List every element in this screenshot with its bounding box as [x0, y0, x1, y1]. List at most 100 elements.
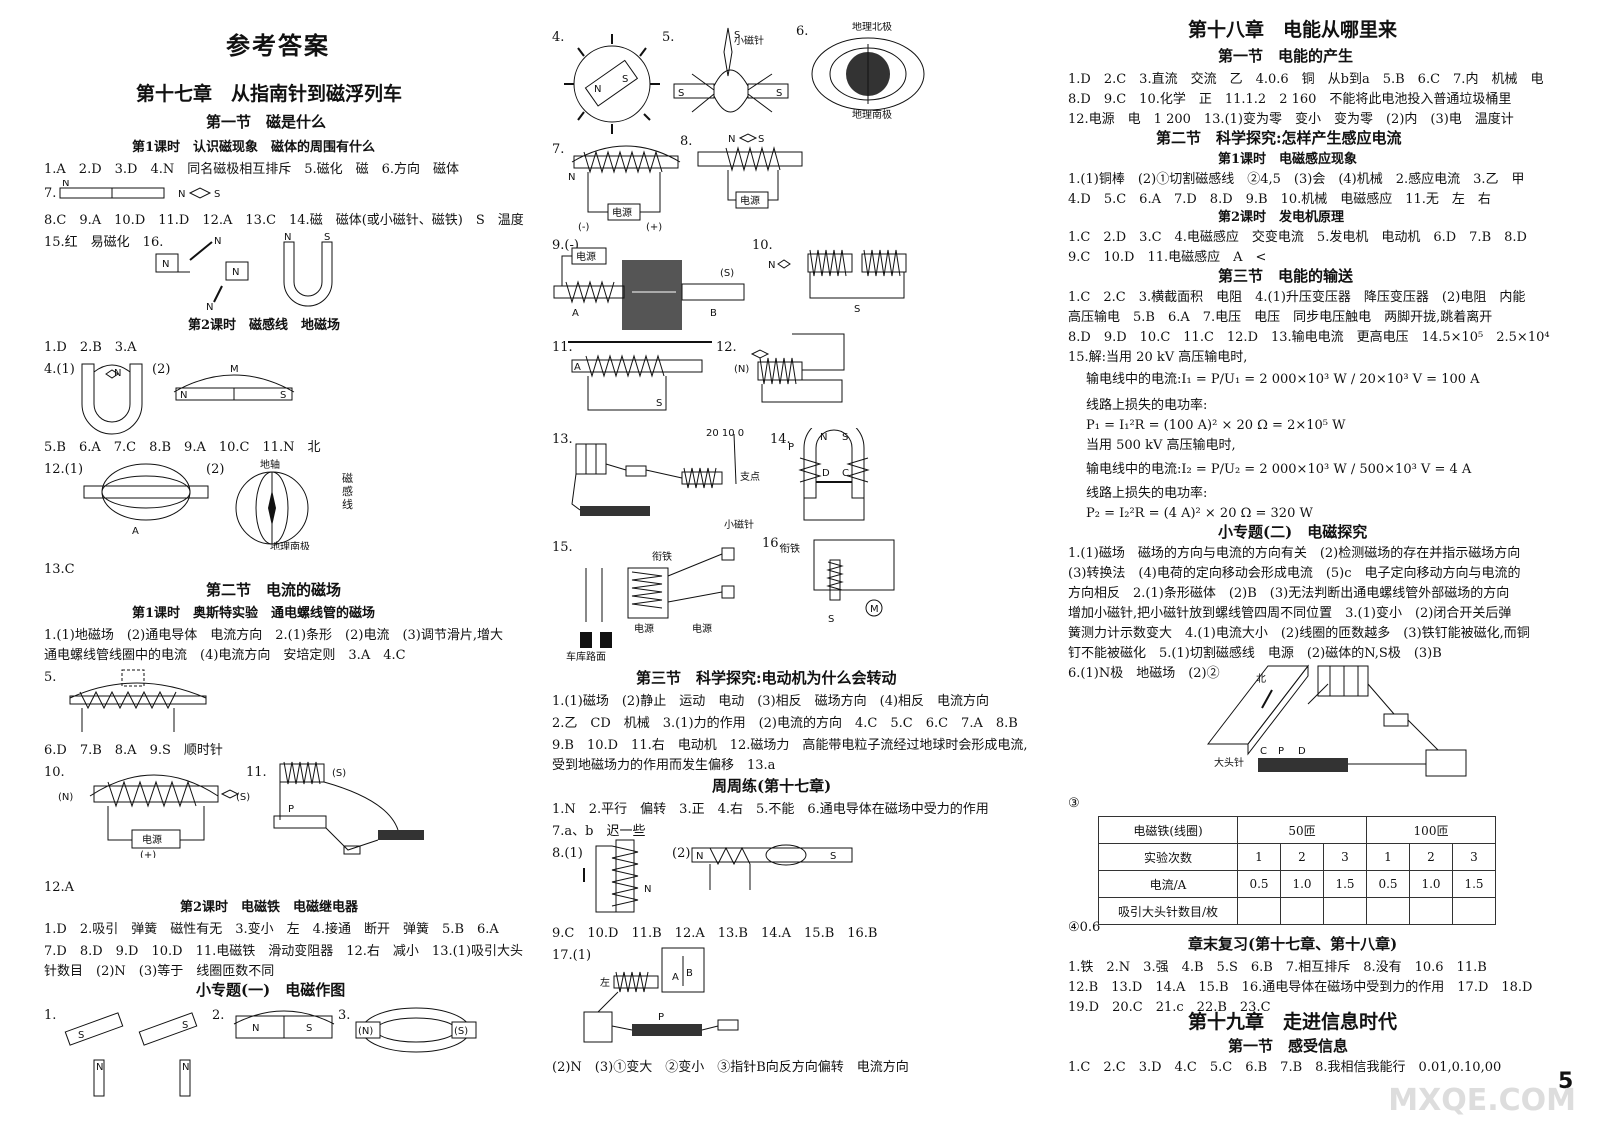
answer-line: 线路上损失的电功率:	[1086, 398, 1208, 413]
north-label: 北	[1256, 673, 1266, 685]
power-label: 电源	[142, 833, 162, 846]
armature-label: 衔铁	[780, 542, 800, 555]
answer-line: 受到地磁场力的作用而发生偏移 13.a	[552, 758, 776, 773]
s-label: S	[758, 134, 764, 145]
special-topic-1-heading: 小专题(一) 电磁作图	[196, 981, 346, 999]
answer-line: 1.(1)地磁场 (2)通电导体 电流方向 2.(1)条形 (2)电流 (3)调…	[44, 628, 504, 643]
n-label: N	[162, 259, 169, 270]
earth-field-figure: 地轴 地理南极	[235, 458, 310, 550]
s-label: S	[842, 432, 848, 443]
question-number: 6.	[796, 24, 809, 39]
a-label: A	[672, 972, 679, 983]
s-label: S	[306, 1023, 312, 1034]
column-left: 参考答案 第十七章 从指南针到磁浮列车 第一节 磁是什么 第1课时 认识磁现象 …	[36, 0, 536, 1126]
question-number: (2)	[152, 362, 171, 377]
power-label: 电源	[740, 194, 760, 207]
table-cell: 1	[1366, 843, 1410, 871]
question-number: 7.	[552, 142, 565, 157]
needle-label: 小磁针	[724, 518, 754, 531]
special-topic-2-heading: 小专题(二) 电磁探究	[1218, 523, 1368, 541]
answer-line: 4.D 5.C 6.A 7.D 8.D 9.B 10.机械 电磁感应 11.无 …	[1068, 192, 1491, 207]
question-number: 1.	[44, 1008, 57, 1023]
answer-line: 8.D 9.C 10.化学 正 11.1.2 2 160 不能将此电池投入普通垃…	[1068, 92, 1512, 107]
table-cell: 实验次数	[1098, 843, 1238, 871]
table-cell: 电流/A	[1098, 870, 1238, 898]
question-number: 4.	[552, 30, 565, 45]
s-label: S	[734, 30, 740, 41]
formula-line: 输电线中的电流:I₁ = P/U₁ = 2 000×10³ W / 20×10³…	[1086, 372, 1480, 387]
battery-compass-figure: 20 10 0 支点 小磁针	[571, 428, 760, 531]
answer-line: 1.C 2.C 3.D 4.C 5.C 6.B 7.B 8.我相信我能行 0.0…	[1068, 1060, 1502, 1075]
d-label: D	[822, 468, 830, 479]
p-label: P	[788, 442, 794, 453]
section-heading: 第三节 电能的输送	[1218, 267, 1354, 285]
table-cell: 1.5	[1452, 870, 1496, 898]
geo-south-label: 地理南极	[852, 108, 892, 121]
answer-line: 1.(1)铜棒 (2)①切割磁感线 ②4,5 (3)会 (4)机械 2.感应电流…	[1068, 172, 1525, 187]
solenoid-figure	[69, 669, 207, 732]
s-label: S	[656, 398, 662, 409]
b-label: B	[686, 968, 693, 979]
answer-line: 1.D 2.B 3.A	[44, 340, 137, 355]
answer-line: 方向相反 2.(1)条形磁体 (2)B (3)无法判断出通电螺线管外部磁场的方向	[1068, 586, 1510, 601]
s-label: S	[830, 851, 836, 862]
n-label: N	[62, 180, 69, 189]
u-magnet-figure: N	[81, 363, 143, 435]
plus-label: (+)	[140, 850, 156, 858]
b-label: B	[710, 308, 717, 319]
chapter-19-heading: 第十九章 走进信息时代	[1188, 1011, 1398, 1033]
answer-line: 12.B 13.D 14.A 15.B 16.通电导体在磁场中受到力的作用 17…	[1068, 980, 1533, 995]
magnet-compass-figure: N N N N N S	[155, 232, 333, 313]
answer-line: 19.D 20.C 21.c 22.B 23.C	[1068, 1000, 1271, 1015]
question-number: 17.(1)	[552, 948, 592, 963]
page-title: 参考答案	[226, 31, 330, 60]
galvanometer-figure: B A 左 P	[583, 947, 739, 1043]
answer-line: 5.B 6.A 7.C 8.B 9.A 10.C 11.N 北	[44, 440, 321, 455]
table-cell	[1323, 897, 1367, 925]
n-pole-label: (N)	[734, 364, 749, 375]
answer-line: 高压输电 5.B 6.A 7.电压 电压 同步电压触电 两脚开拢,跳着离开	[1068, 310, 1493, 325]
s-label: S	[78, 1030, 84, 1041]
chapter-18-heading: 第十八章 电能从哪里来	[1188, 19, 1398, 41]
question-number: 11.	[552, 340, 573, 355]
answer-line: 15.解:当用 20 kV 高压输电时,	[1068, 350, 1248, 365]
n-label: N	[96, 1062, 103, 1073]
answer-line: 簧测力计示数变大 4.(1)电流大小 (2)线圈的匝数越多 (3)铁钉能被磁化,…	[1068, 626, 1530, 641]
table-cell: 2	[1280, 843, 1324, 871]
garage-gate-figure: 衔铁 电源 电源 车库路面	[566, 547, 735, 662]
a-label: A	[572, 308, 579, 319]
table-cell	[1409, 897, 1453, 925]
answer-line: 7.a、b 迟一些	[552, 824, 646, 839]
answer-line: 15.红 易磁化 16.	[44, 235, 164, 250]
hanging-solenoid-figure: A S	[568, 341, 712, 411]
experiment-setup-figure: 北 C P D 大头针	[1206, 664, 1467, 777]
lesson-heading: 第2课时 电磁铁 电磁继电器	[180, 900, 359, 915]
question-number: 2.	[212, 1008, 225, 1023]
geo-south-label: 地理南极	[270, 540, 310, 550]
answer-line: (2)N (3)①变大 ②变小 ③指针B向反方向偏转 电流方向	[552, 1060, 909, 1075]
answer-line: 13.C	[44, 562, 75, 577]
answer-line: 增加小磁针,把小磁针放到螺线管四周不同位置 3.(1)变小 (2)闭合开关后弹	[1068, 606, 1512, 621]
n-label: N	[252, 1023, 259, 1034]
n-label: N	[206, 302, 213, 313]
bar-magnet-figure: N N S	[59, 180, 220, 200]
relay-circuit-figure: (N)	[734, 333, 845, 403]
table-header: 100匝	[1366, 816, 1496, 844]
table-cell: 0.5	[1366, 870, 1410, 898]
section-3-heading: 第三节 科学探究:电动机为什么会转动	[636, 669, 897, 687]
answer-line: 8.D 9.D 10.C 11.C 12.D 13.输电电流 更高电压 14.5…	[1068, 330, 1550, 345]
p-label: P	[1278, 746, 1284, 757]
lesson-heading: 第2课时 发电机原理	[1218, 210, 1345, 225]
earth-globe-figure: 地理北极 地理南极	[811, 22, 925, 121]
electromagnet-circuit-figure: (N) (S) 电源 (+)	[58, 774, 250, 858]
pin-label: 大头针	[1214, 756, 1244, 769]
formula-line: P₂ = I₂²R = (4 A)² × 20 Ω = 320 W	[1086, 506, 1313, 521]
s-pole-label: (S)	[236, 792, 250, 803]
coil-switch-figure: N	[583, 839, 651, 913]
n-label: N	[728, 134, 735, 145]
s-label: S	[280, 390, 286, 401]
wire-field-figure: N S	[691, 844, 853, 890]
question-number: 14.	[770, 432, 791, 447]
section-1-heading: 第一节 磁是什么	[206, 113, 327, 131]
bar-magnet-figure: N S	[233, 1010, 335, 1039]
